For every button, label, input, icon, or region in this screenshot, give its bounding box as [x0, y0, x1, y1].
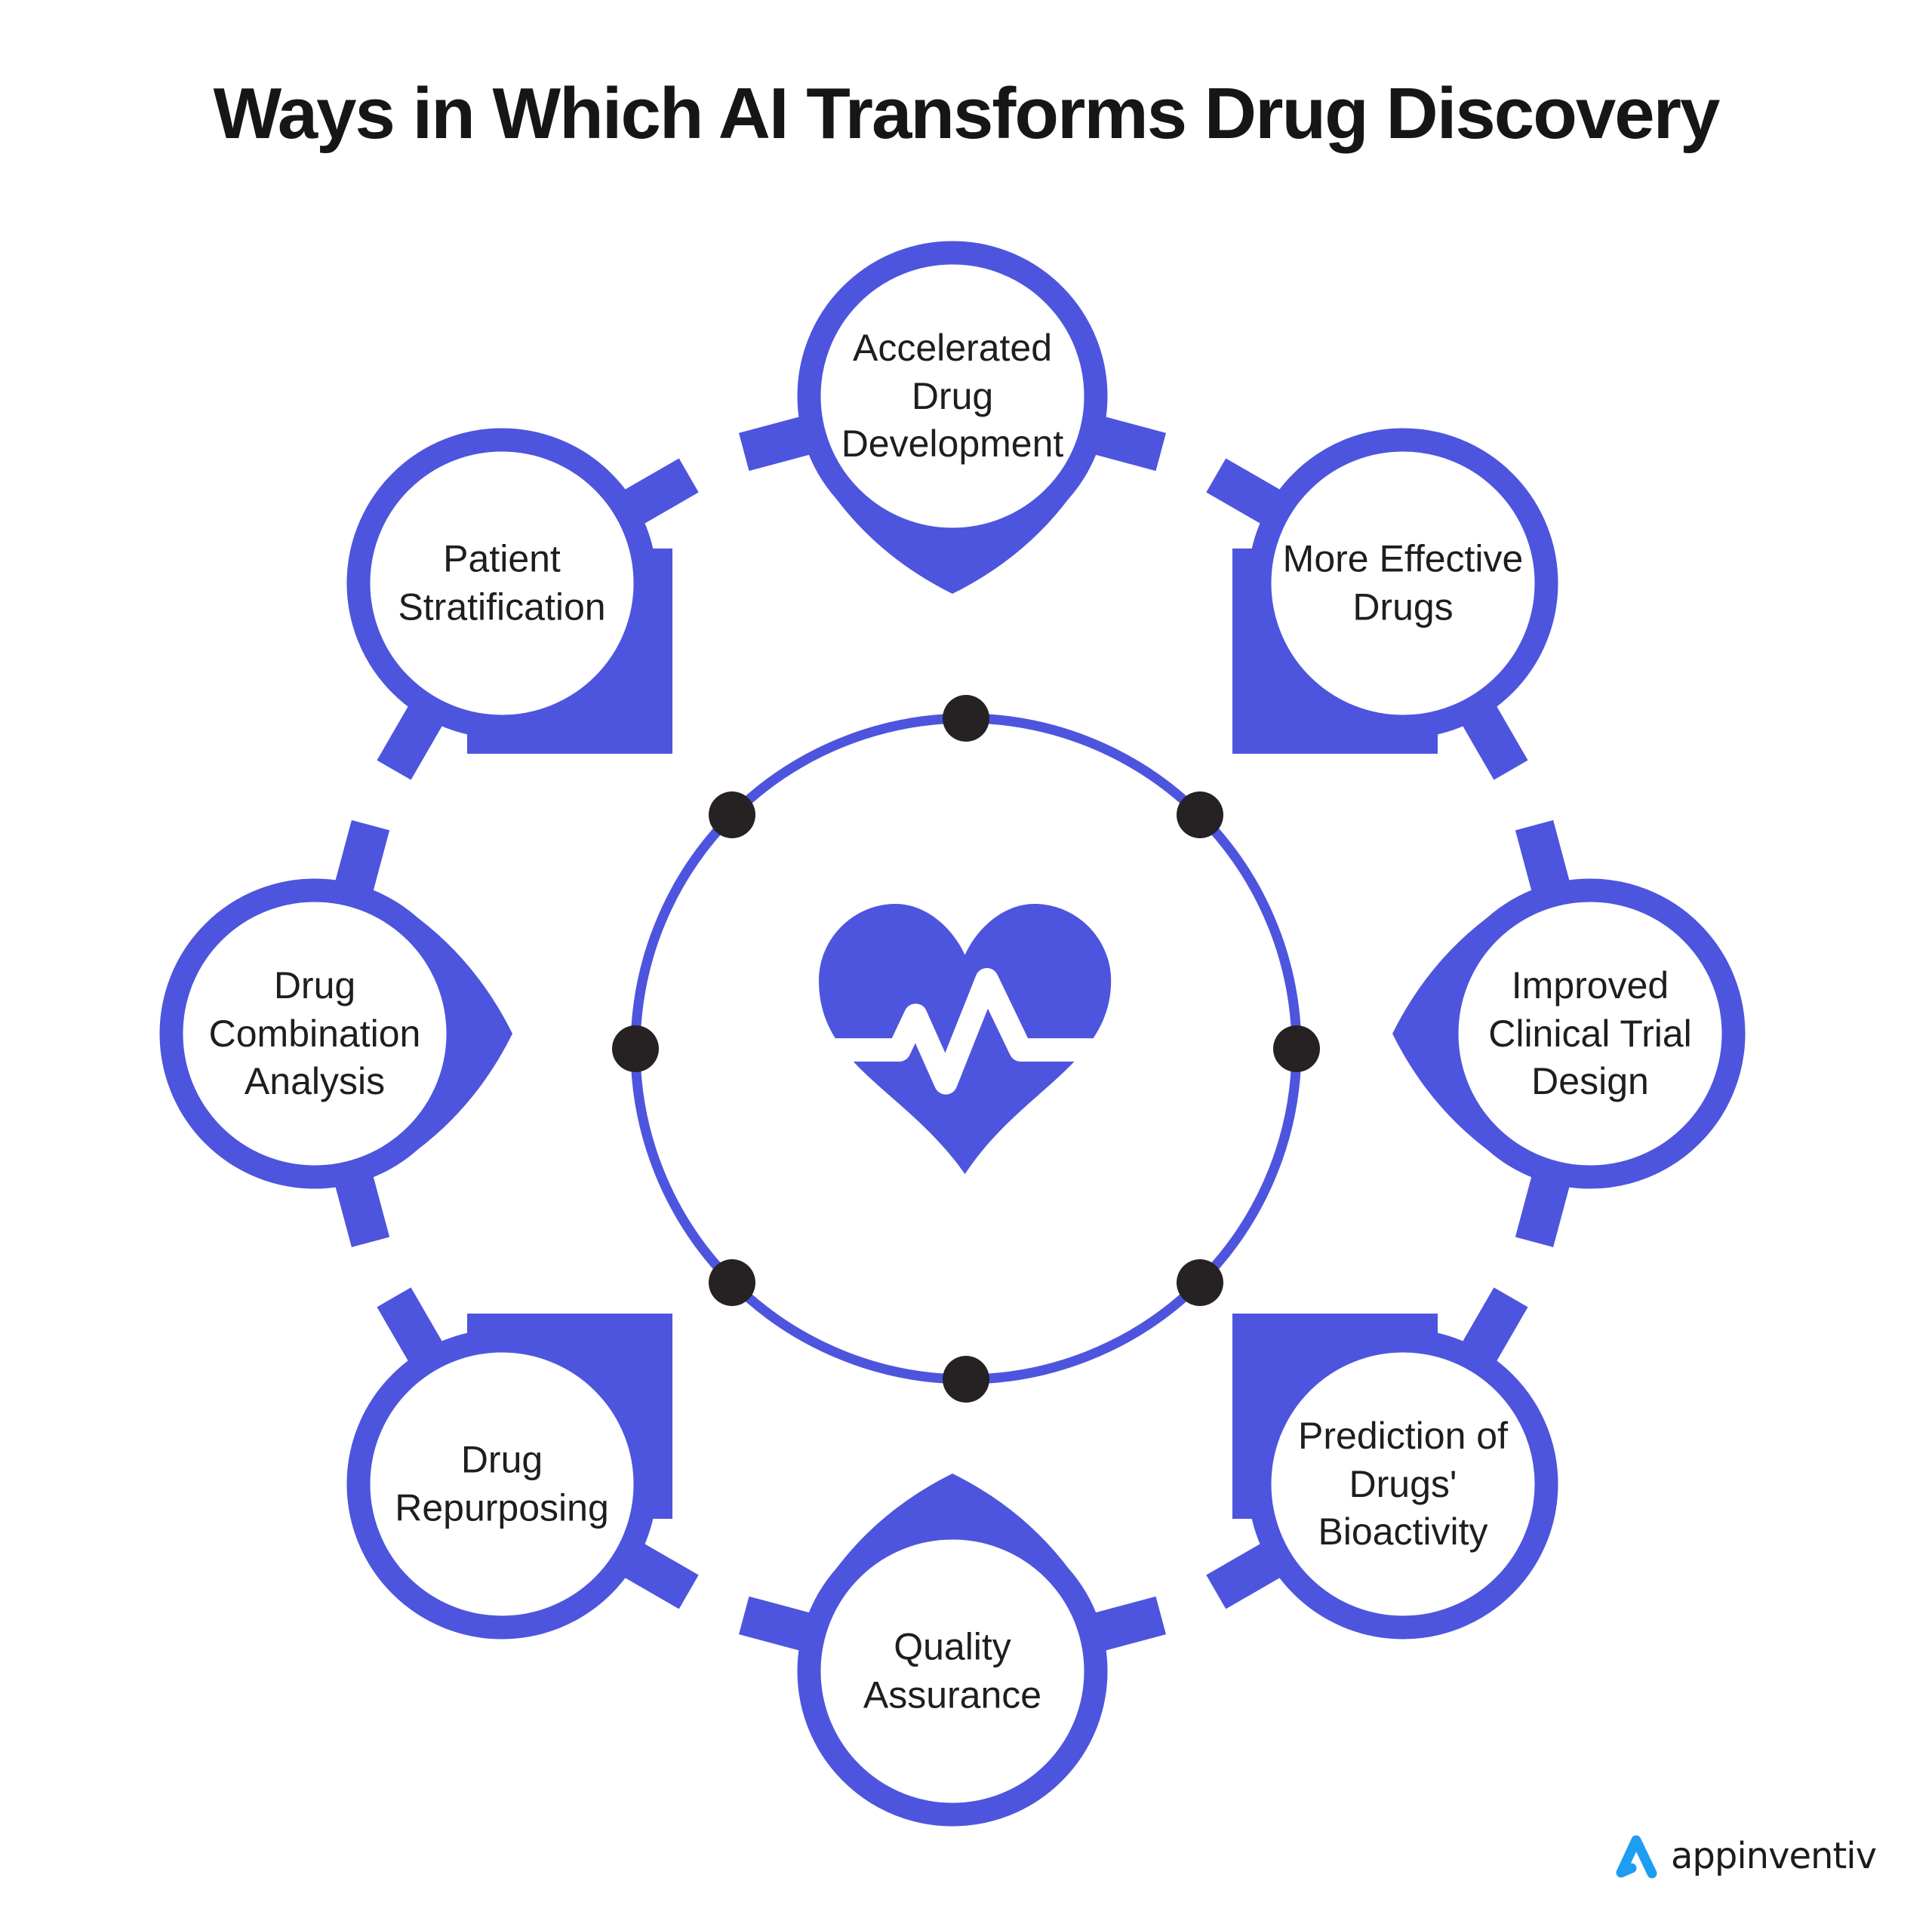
ring-stub	[621, 1541, 699, 1609]
connector-dot	[1177, 791, 1223, 838]
node-label-prediction-of-drugs-bioactivity: Prediction of Drugs' Bioactivity	[1298, 1414, 1508, 1553]
node-label-patient-stratification: Patient Stratification	[398, 537, 606, 628]
connector-dot	[943, 695, 989, 742]
connector-dot	[709, 791, 755, 838]
node-label-more-effective-drugs: More Effective Drugs	[1282, 537, 1524, 628]
ring-stub	[377, 702, 445, 780]
ring-stub	[1515, 820, 1571, 895]
connector-dot	[612, 1025, 659, 1072]
ring-stub	[621, 458, 699, 526]
node-patient-stratification	[346, 428, 699, 780]
connector-dot	[1177, 1259, 1223, 1306]
page-title: Ways in Which AI Transforms Drug Discove…	[213, 73, 1721, 154]
node-improved-clinical-trial-design	[1392, 820, 1746, 1247]
brand-logo-text: appinventiv	[1670, 1835, 1877, 1877]
ecg-pulse-line	[814, 968, 1115, 1095]
node-ring	[1247, 428, 1558, 739]
node-ring	[346, 1329, 657, 1640]
ring-stub	[334, 1172, 390, 1247]
node-label-accelerated-drug-development: Accelerated Drug Development	[841, 326, 1064, 465]
ring-stub	[739, 416, 814, 472]
ring-stub	[1091, 416, 1166, 472]
node-label-improved-clinical-trial-design: Improved Clinical Trial Design	[1488, 963, 1692, 1102]
appinventiv-mark-icon	[1616, 1835, 1657, 1879]
node-ring	[1247, 1329, 1558, 1640]
node-ring	[346, 428, 657, 739]
node-more-effective-drugs	[1206, 428, 1558, 780]
node-label-drug-repurposing: Drug Repurposing	[395, 1438, 609, 1529]
ring-stub	[377, 1287, 445, 1365]
node-ring	[159, 878, 470, 1189]
ring-stub	[1460, 1287, 1528, 1365]
ring-stub	[334, 820, 390, 895]
ring-stub	[739, 1596, 814, 1652]
connector-dot	[1273, 1025, 1320, 1072]
heartbeat-heart-icon	[814, 904, 1115, 1175]
node-drug-combination-analysis	[159, 820, 512, 1247]
connector-dot	[709, 1259, 755, 1306]
ring-stub	[1206, 1541, 1284, 1609]
node-ring	[797, 241, 1108, 552]
center-hub	[612, 695, 1320, 1403]
brand-logo: appinventiv	[1612, 1832, 1877, 1880]
node-ring	[1435, 878, 1746, 1189]
ring-stub	[1460, 702, 1528, 780]
node-prediction-of-drugs-bioactivity	[1206, 1287, 1558, 1640]
ring-stub	[1515, 1172, 1571, 1247]
ring-stub	[1206, 458, 1284, 526]
node-drug-repurposing	[346, 1287, 699, 1640]
node-ring	[797, 1516, 1108, 1827]
node-accelerated-drug-development	[739, 241, 1166, 594]
node-label-quality-assurance: Quality Assurance	[863, 1625, 1042, 1716]
node-quality-assurance	[739, 1474, 1166, 1827]
connector-dot	[943, 1356, 989, 1403]
ring-stub	[1091, 1596, 1166, 1652]
node-label-drug-combination-analysis: Drug Combination Analysis	[208, 963, 421, 1102]
